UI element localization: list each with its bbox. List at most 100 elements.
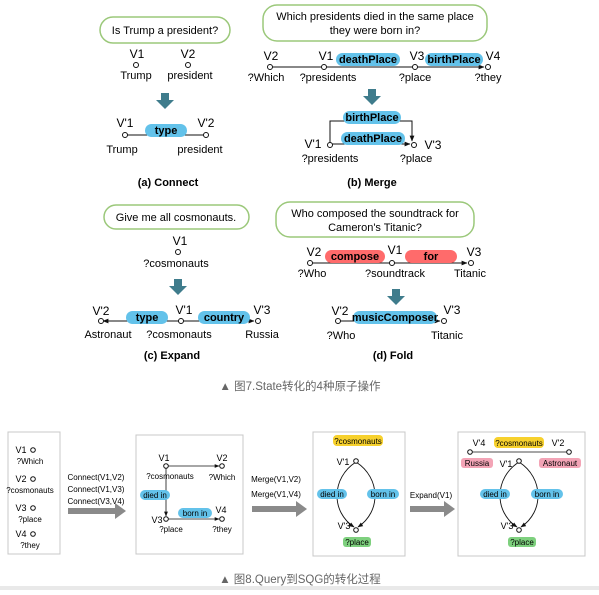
node-label: V'3 (338, 521, 351, 531)
operation-text: Merge(V1,V4) (251, 490, 301, 499)
node-word: ?they (20, 541, 40, 550)
node-tag (343, 537, 371, 547)
edge-label: musicComposer (352, 312, 439, 324)
right-arrow-icon (252, 501, 307, 517)
edge-label: born in (371, 490, 395, 499)
node-word: president (177, 144, 222, 156)
question-bubble (99, 16, 231, 44)
node-word: ?presidents (302, 153, 359, 165)
subfigure-label: (c) Expand (144, 350, 200, 362)
edge-label: country (204, 312, 245, 324)
node-label: V'2 (332, 304, 349, 318)
node-tag (539, 458, 581, 468)
node-tag (508, 537, 536, 547)
node-word: ?cosmonauts (495, 439, 543, 448)
question-text: Which presidents died in the same place (276, 11, 474, 23)
node-word: ?cosmonauts (143, 258, 209, 270)
node-tag (461, 458, 493, 468)
question-text: Is Trump a president? (112, 25, 218, 37)
figure8-panel-4: V'4 ?cosmonauts V'2 Russia Astronaut V'1… (457, 431, 586, 557)
node-label: V3 (467, 245, 482, 259)
node-word: ?Who (327, 330, 356, 342)
figure8-panel-2: V1 V2 ?cosmonauts ?Which died in born in… (135, 434, 244, 555)
edge-label: died in (320, 490, 344, 499)
figure-caption: ▲ 图8.Query到SQG的转化过程 (219, 572, 381, 586)
edge-label-pill (341, 132, 405, 145)
node-label: V1 (158, 453, 169, 463)
node-word: Russia (465, 459, 490, 468)
node-label: V1 (15, 445, 26, 455)
down-arrow-icon (169, 279, 187, 295)
node-label: V'1 (176, 303, 193, 317)
node-label: V2 (15, 474, 26, 484)
edge-label: died in (143, 491, 167, 500)
node-label: V3 (15, 503, 26, 513)
node-label: V2 (216, 453, 227, 463)
bottom-strip (0, 586, 599, 590)
node-word: ?cosmonauts (6, 486, 54, 495)
node-circle (98, 318, 104, 324)
right-arrow-icon (410, 501, 455, 517)
panel-connect: Is Trump a president? V1 V2 Trump presid… (99, 16, 231, 189)
node-circle (389, 260, 395, 266)
edge-label-pill (178, 508, 212, 518)
operation-expand: Expand(V1) (410, 491, 455, 517)
node-label: V'2 (198, 116, 215, 130)
operation-text: Connect(V3,V4) (68, 497, 125, 506)
node-label: V1 (388, 243, 403, 257)
node-circle (30, 505, 36, 511)
operation-connect: Connect(V1,V2) Connect(V1,V3) Connect(V3… (68, 473, 126, 519)
edge-label-pill (425, 53, 483, 66)
edge-label-pill (198, 311, 250, 324)
edge-label: born in (183, 509, 207, 518)
node-label: V'2 (93, 304, 110, 318)
node-word: ?they (212, 525, 232, 534)
node-label: V'3 (425, 138, 442, 152)
subfigure-label: (d) Fold (373, 350, 413, 362)
node-circle (353, 458, 359, 464)
question-bubble (275, 201, 475, 238)
question-bubble (262, 4, 488, 42)
node-circle (412, 64, 418, 70)
edge-label-pill (317, 489, 347, 499)
node-word: president (167, 70, 212, 82)
node-label: V1 (173, 234, 188, 248)
edge-label: died in (483, 490, 507, 499)
node-word: ?Which (209, 473, 236, 482)
node-label: V'3 (254, 303, 271, 317)
node-word: ?place (345, 538, 369, 547)
operation-text: Expand(V1) (410, 491, 453, 500)
node-label: V1 (319, 49, 334, 63)
node-tag (333, 435, 383, 446)
node-circle (516, 527, 522, 533)
node-label: V1 (130, 47, 145, 61)
node-word: Russia (245, 329, 280, 341)
edge-label-pill (140, 490, 170, 500)
node-circle (467, 449, 473, 455)
node-word: ?Which (248, 72, 285, 84)
operation-text: Merge(V1,V2) (251, 475, 301, 484)
down-arrow-icon (387, 289, 405, 305)
question-text: Cameron's Titanic? (328, 222, 422, 234)
edge-label: born in (535, 490, 559, 499)
node-word: ?presidents (300, 72, 357, 84)
node-circle (203, 132, 209, 138)
node-tag (494, 437, 544, 448)
node-word: ?Which (17, 457, 44, 466)
panel-expand: Give me all cosmonauts. V1 ?cosmonauts V… (84, 204, 280, 362)
node-label: V2 (307, 245, 322, 259)
operation-text: Connect(V1,V3) (68, 485, 125, 494)
node-circle (133, 62, 139, 68)
node-word: ?place (400, 153, 432, 165)
node-word: ?place (510, 538, 534, 547)
edge-label-pill (367, 489, 399, 499)
node-circle (175, 249, 181, 255)
panel-box (457, 431, 586, 557)
panel-fold: Who composed the soundtrack for Cameron'… (275, 201, 486, 362)
node-circle (122, 132, 128, 138)
node-circle (163, 463, 169, 469)
edge-label-pill (145, 124, 187, 137)
node-label: V2 (181, 47, 196, 61)
question-text: Give me all cosmonauts. (116, 212, 236, 224)
edge-label-pill (325, 250, 385, 263)
